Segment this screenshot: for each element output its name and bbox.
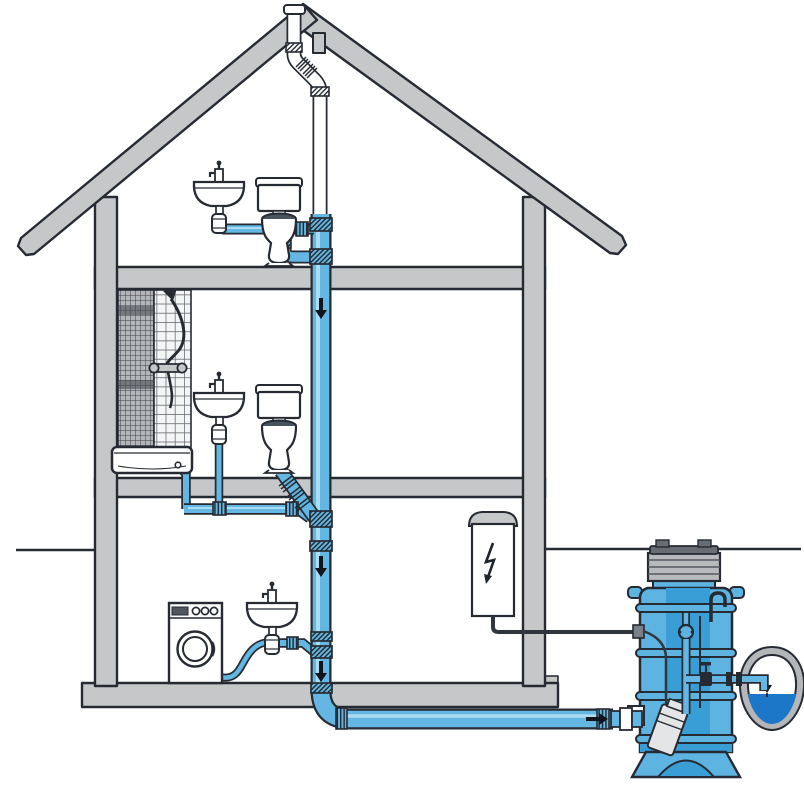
washer-door-handle <box>210 641 216 657</box>
toilet <box>255 177 303 267</box>
lightning-bolt-icon <box>483 542 497 578</box>
roof-left-slope <box>16 2 319 257</box>
washbasin <box>192 160 246 234</box>
lightning-bolt-tip <box>484 574 492 584</box>
vent-coupling <box>310 86 330 97</box>
shower-handle <box>176 362 188 374</box>
shower-hose-lower <box>166 371 174 409</box>
tile-area-dark <box>117 289 155 448</box>
lid-handle <box>655 539 670 548</box>
cable-hook <box>709 591 727 622</box>
ground-line <box>16 547 801 552</box>
vent-cap <box>283 4 306 15</box>
bathtub-drain <box>174 461 182 469</box>
vent-bend-rings <box>295 56 318 79</box>
faucet-body <box>214 168 224 183</box>
shower-head <box>163 288 177 301</box>
flow-arrow-right <box>586 713 608 725</box>
manhole-ring <box>740 647 804 730</box>
shut-off-valve <box>700 672 712 686</box>
control-box-cap <box>467 511 519 527</box>
washer-knob <box>209 606 219 616</box>
pressure-outlet-pipe <box>686 662 769 691</box>
cable-entry-stub <box>632 624 645 639</box>
toilet-middle-floor <box>254 383 304 475</box>
shower <box>148 288 188 409</box>
valve-handle <box>701 662 711 666</box>
pipe-couplings <box>212 217 610 730</box>
pump-station-tank <box>627 539 745 779</box>
tile-accent-band <box>118 306 154 315</box>
shower-handle <box>148 362 160 374</box>
tile-accent-band <box>118 380 154 389</box>
bottle-trap <box>211 213 227 234</box>
washing-machine <box>167 601 224 685</box>
pedestal-foot <box>262 262 296 267</box>
washer-display <box>171 606 189 616</box>
power-cable <box>491 616 634 634</box>
flow-arrows <box>315 298 608 725</box>
right-wall <box>521 195 547 688</box>
basin <box>192 180 246 208</box>
washer-knob <box>200 606 210 616</box>
diagonal-coupling-ridges <box>278 475 311 512</box>
washer-door-glass <box>182 636 208 662</box>
vent-coupling <box>285 42 303 53</box>
sewer-manhole <box>738 645 804 732</box>
flow-arrow-down <box>315 661 327 682</box>
cistern <box>256 183 302 213</box>
pipe-coupling <box>726 672 732 686</box>
access-lid <box>649 545 719 555</box>
washer-knob <box>191 606 201 616</box>
control-box-body <box>470 522 516 618</box>
electrical-control-box <box>467 511 634 634</box>
ridge-purlin <box>312 32 326 54</box>
tank-rib <box>635 603 737 613</box>
roof-vent-pipe <box>283 4 330 222</box>
faucet-spout <box>208 171 215 177</box>
pipe-coupling <box>736 672 742 686</box>
roof-right-slope <box>287 2 628 256</box>
washbasin-middle-floor <box>192 370 246 446</box>
left-wall <box>93 195 119 688</box>
lid-handle <box>697 539 712 548</box>
flow-arrow-down <box>315 298 327 319</box>
inlet-reducer <box>610 707 643 731</box>
flow-arrow-down <box>315 556 327 577</box>
bathtub <box>110 445 194 475</box>
tank-base-arch <box>655 759 717 778</box>
